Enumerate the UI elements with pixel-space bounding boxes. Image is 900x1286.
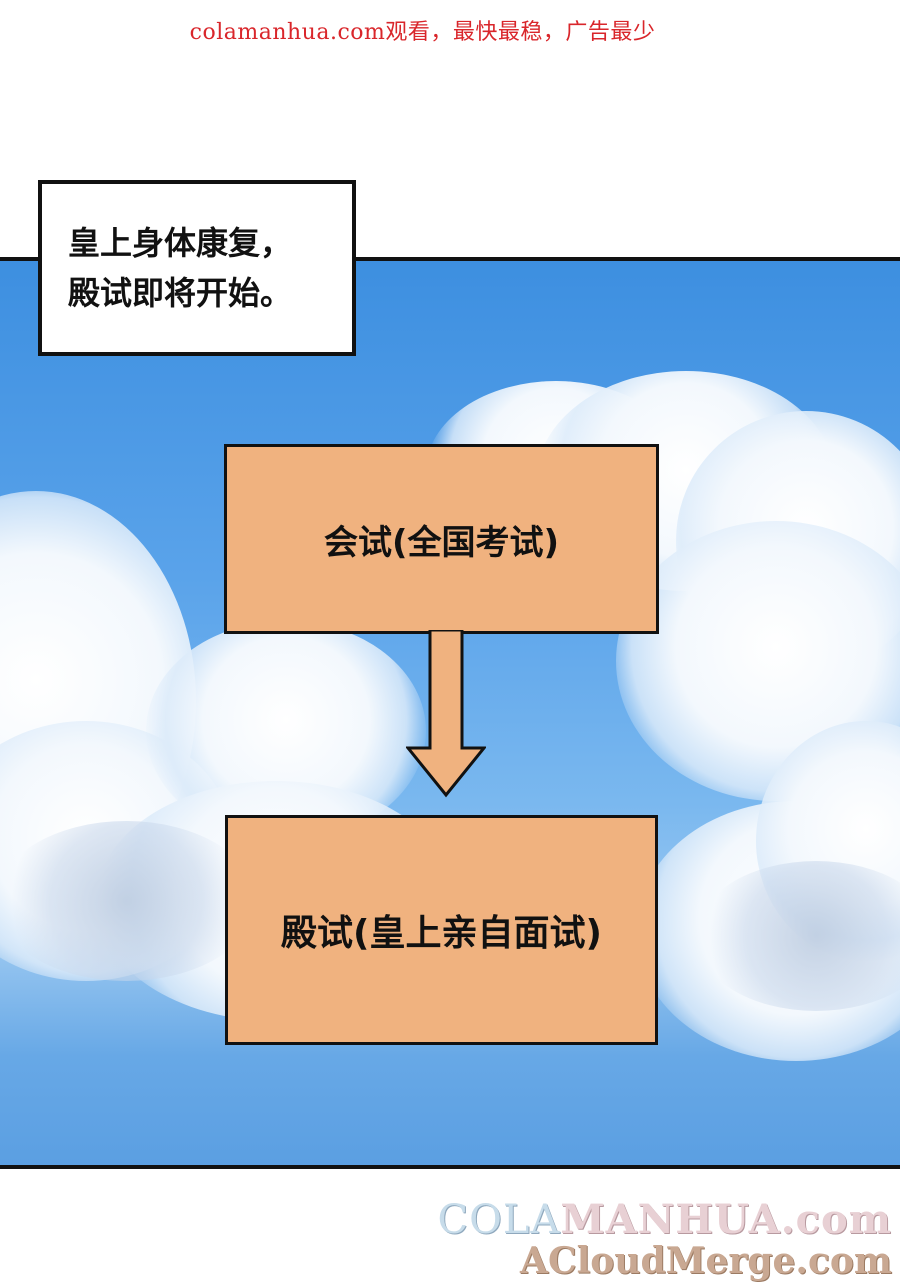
watermark-prefix: COLA [437,1197,561,1243]
watermark-colamanhua: COLAMANHUA.com [438,1196,893,1243]
flowchart-step-dianshi-label: 殿试(皇上亲自面试) [281,913,602,954]
site-notice: colamanhua.com观看，最快最稳，广告最少 [189,20,656,45]
flowchart-step-huishi: 会试(全国考试) [224,444,659,634]
watermark-rest: MANHUA.com [560,1196,892,1243]
flowchart-step-dianshi: 殿试(皇上亲自面试) [225,815,658,1045]
caption-line-2: 殿试即将开始。 [68,274,293,312]
down-arrow-icon [406,630,486,798]
narration-caption-box: 皇上身体康复， 殿试即将开始。 [38,180,356,356]
watermark-acloudmerge: ACloudMerge.com [520,1240,892,1282]
caption-line-1: 皇上身体康复， [68,224,293,262]
flowchart-step-huishi-label: 会试(全国考试) [323,522,560,563]
